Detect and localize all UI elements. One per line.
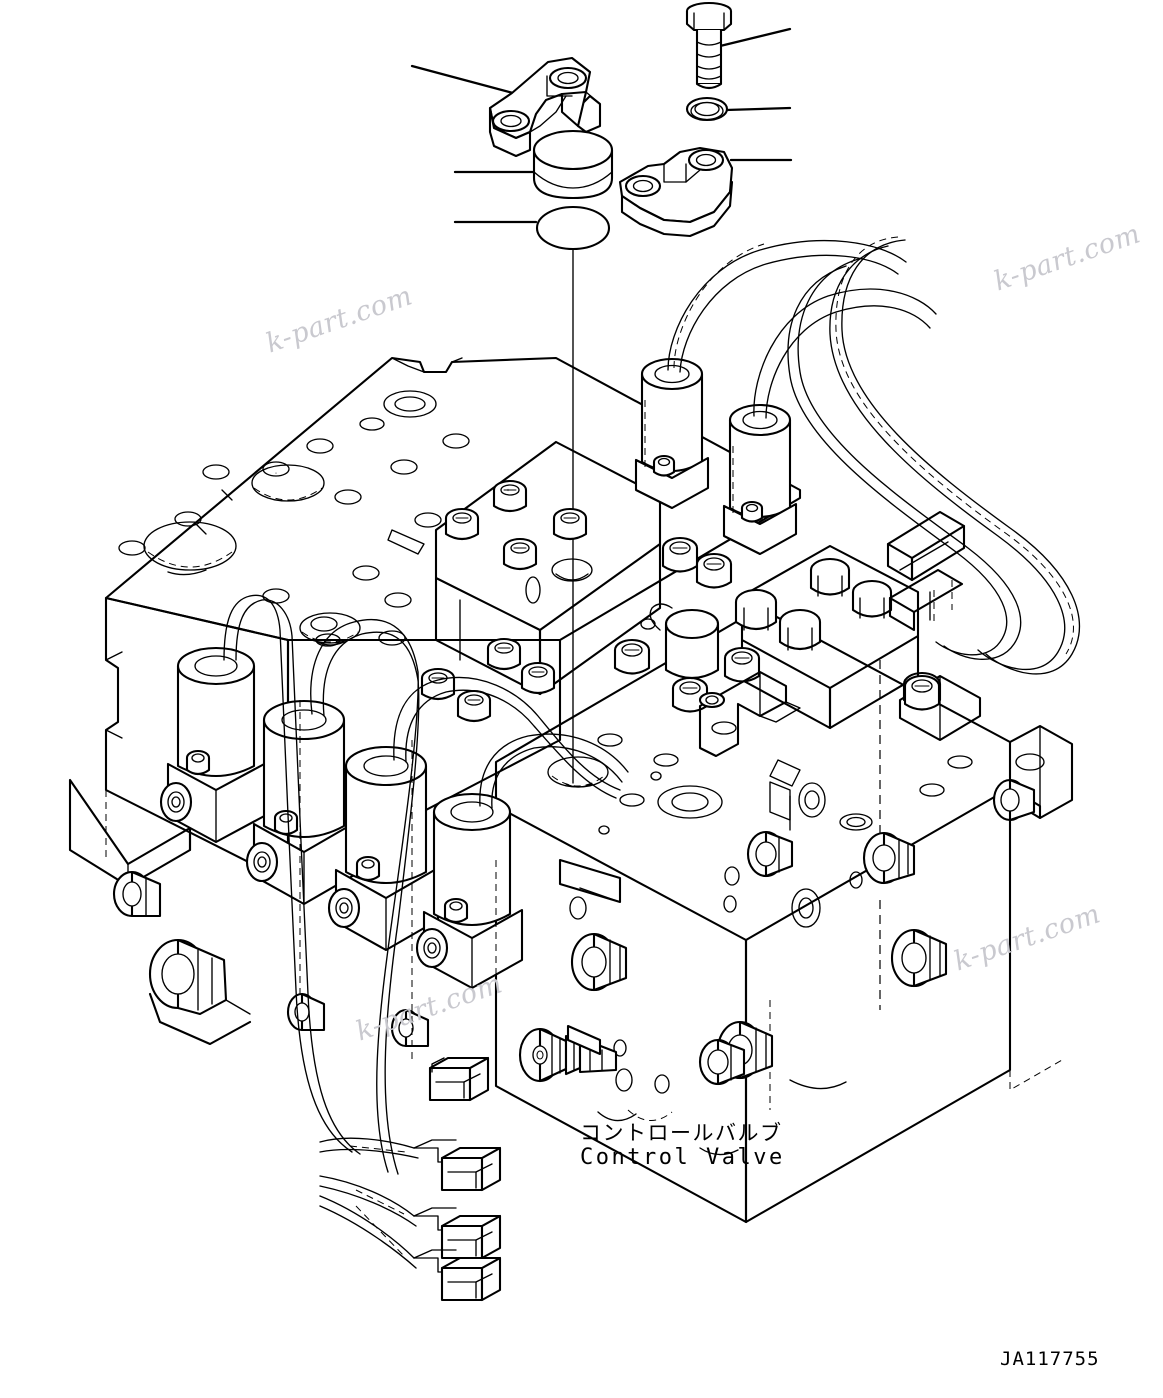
electrical-connector-3	[413, 1207, 502, 1260]
hex-bolt	[862, 831, 916, 885]
caption-english: Control Valve	[580, 1144, 785, 1170]
hex-bolt	[890, 928, 948, 988]
cap-screw	[492, 479, 528, 513]
cap-screw	[520, 661, 556, 695]
split-flange-half-lower-part	[618, 146, 734, 238]
electrical-connector-4	[413, 1249, 502, 1302]
cap-screw	[486, 637, 522, 671]
solenoid-terminal-screw	[740, 500, 764, 523]
hex-fitting-small	[286, 992, 326, 1032]
center-round-boss	[640, 603, 720, 680]
valve-block-main-body	[494, 606, 1063, 1224]
solenoid-hose-6	[753, 288, 937, 419]
solenoid-valve-4	[415, 792, 524, 990]
leader-split-flange-upper	[410, 64, 515, 95]
leader-flange-washer	[724, 106, 792, 112]
assembly-caption: コントロールバルブ Control Valve	[580, 1121, 1000, 1170]
solenoid-valve-3	[327, 745, 440, 952]
misc-face-details	[495, 771, 791, 1156]
solenoid-terminal-screw	[273, 809, 299, 836]
cap-screw	[444, 507, 480, 541]
top-hex-bolt-pairs	[734, 544, 920, 730]
left-hydraulic-fittings	[112, 870, 430, 1048]
solenoid-cables	[223, 594, 629, 1175]
cap-screw	[661, 536, 699, 573]
cap-screws-right	[506, 488, 941, 713]
hex-fitting	[112, 870, 162, 918]
caption-japanese: コントロールバルブ	[580, 1121, 783, 1145]
cap-screw	[456, 689, 492, 723]
port-plug-cap-part	[532, 129, 614, 200]
leader-lines	[410, 27, 793, 224]
center-hex-plug	[570, 932, 628, 992]
solenoid-valve-1	[159, 646, 270, 844]
bracket-plate-tab	[698, 670, 801, 758]
solenoid-terminal-screw	[185, 749, 211, 776]
split-flange-half-upper-part	[488, 56, 602, 158]
hex-bolt	[778, 608, 822, 651]
solenoid-valve-5	[634, 357, 710, 510]
cap-screw	[613, 638, 651, 675]
cap-screw	[695, 552, 733, 589]
leader-flange-bolt	[714, 27, 792, 49]
solenoid-hose-5	[667, 239, 907, 373]
o-ring-part	[535, 205, 611, 251]
connector-harness-leads	[319, 1137, 419, 1269]
hydraulic-hose-right-inner	[787, 257, 1022, 660]
hex-bolt	[809, 557, 851, 597]
lower-right-hex-bolts	[698, 778, 1036, 1086]
hex-bolt	[851, 579, 893, 619]
hydraulic-hose-right-outer	[829, 236, 1081, 675]
drawing-number: JA117755	[1000, 1348, 1100, 1370]
hex-fitting-large	[148, 938, 252, 1046]
cap-screws-center	[420, 479, 588, 723]
hex-bolt	[734, 588, 778, 631]
right-flat-plate	[886, 510, 966, 632]
cap-screw	[671, 676, 709, 713]
center-outlet-fitting	[518, 1024, 618, 1083]
hex-bolt	[992, 778, 1036, 822]
left-rear-edge-detail	[195, 357, 463, 535]
solenoid-terminal-screw	[443, 897, 469, 924]
cap-screw	[723, 646, 761, 683]
electrical-connector-1	[428, 1056, 490, 1102]
electrical-connector-2	[413, 1139, 502, 1192]
cap-screw	[552, 507, 588, 541]
solenoid-terminal-screw	[652, 454, 676, 477]
solenoid-terminal-screw	[355, 855, 381, 882]
hex-bolt	[746, 830, 794, 878]
flange-bolt-part	[685, 1, 733, 90]
hex-bolt	[698, 1038, 746, 1086]
cap-screw	[903, 674, 941, 711]
cap-screw	[502, 537, 538, 571]
solenoid-valve-6	[722, 403, 798, 556]
flange-washer-part	[685, 96, 729, 122]
